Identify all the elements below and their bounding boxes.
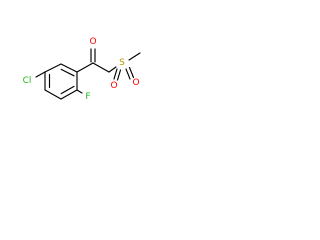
- bond-sulfur-oxygen-right-2: [128, 66, 135, 79]
- ring-bond-c1-c2-inner: [60, 68, 75, 77]
- bond-carbonyl-to-ch2: [92, 62, 110, 73]
- atom-label-sulfonyl-oxygen-left: O: [110, 81, 117, 91]
- atom-label-fluorine: F: [85, 92, 90, 102]
- ring-bond-c4-c5: [44, 89, 62, 100]
- atom-label-sulfur: S: [119, 58, 125, 68]
- ring-bond-c5-c6: [60, 89, 78, 100]
- atom-label-carbonyl-oxygen: O: [89, 37, 96, 47]
- ring-bond-c5-c6-inner: [60, 85, 75, 95]
- bond-ring-to-fluorine: [76, 89, 83, 94]
- bond-sulfur-to-methyl: [128, 52, 141, 61]
- chemical-structure-drawing: O S O O Cl F: [23, 37, 141, 102]
- bond-sulfur-oxygen-left-1: [113, 68, 118, 80]
- structure-canvas: O S O O Cl F: [0, 0, 152, 152]
- bond-sulfur-oxygen-left-2: [116, 69, 122, 81]
- bond-ring-to-carbonyl: [76, 62, 94, 73]
- ring-bond-c1-c2: [60, 63, 78, 73]
- atom-label-chlorine: Cl: [23, 76, 32, 86]
- bond-ch2-to-sulfur: [108, 66, 117, 73]
- ring-bond-c2-c3: [44, 63, 62, 73]
- bond-sulfur-oxygen-right-1: [125, 68, 131, 80]
- bond-ring-to-chlorine: [35, 71, 46, 78]
- atom-label-sulfonyl-oxygen-right: O: [132, 78, 139, 88]
